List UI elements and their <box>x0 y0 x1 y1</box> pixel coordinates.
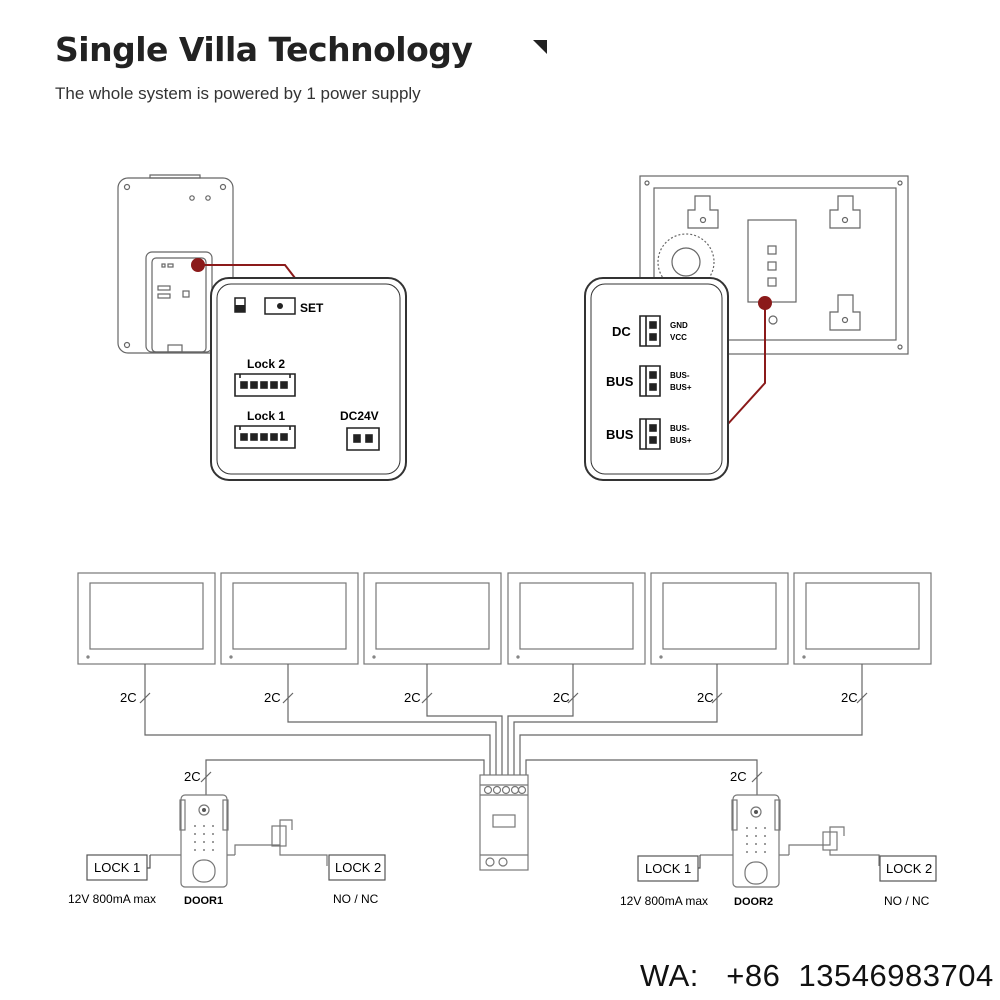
door-leader-line <box>191 258 296 279</box>
monitor-leader-line <box>726 296 772 426</box>
cable-label: 2C <box>120 690 137 705</box>
svg-text:DC: DC <box>612 324 631 339</box>
door1-lock2-box: LOCK 2 <box>328 854 386 881</box>
contact-line: WA: +86 13546983704 <box>640 958 994 994</box>
cable-label: 2C <box>730 769 747 784</box>
cable-labels: 2C 2C 2C 2C 2C 2C 2C 2C <box>120 690 858 784</box>
door2-lock2-spec: NO / NC <box>884 894 930 908</box>
door2-lock1-spec: 12V 800mA max <box>620 894 708 908</box>
door1-name: DOOR1 <box>184 895 223 907</box>
bus-wiring <box>139 664 868 795</box>
door-station-1: LOCK 1 LOCK 2 12V 800mA max DOOR1 NO / N… <box>68 794 386 907</box>
bus-distributor <box>479 774 529 871</box>
monitor-2 <box>220 572 359 665</box>
monitor-row <box>77 572 932 665</box>
monitor-back <box>639 175 909 355</box>
contact-number: +86 13546983704 <box>726 958 994 993</box>
monitor-1 <box>77 572 216 665</box>
set-label: SET <box>300 301 324 315</box>
monitor-terminal-detail: DC GND VCC BUS BUS- BUS+ BUS <box>584 277 729 481</box>
door-station-back <box>117 174 234 354</box>
dc-terminal-icon <box>639 315 661 347</box>
svg-text:BUS-: BUS- <box>670 424 690 433</box>
lock1-connector-label: Lock 1 <box>247 409 285 423</box>
door2-lock2-box: LOCK 2 <box>879 855 937 882</box>
cable-label: 2C <box>841 690 858 705</box>
monitor-6 <box>793 572 932 665</box>
set-button-icon <box>264 297 296 315</box>
door1-lock2-spec: NO / NC <box>333 892 379 906</box>
monitor-4 <box>507 572 646 665</box>
cable-label: 2C <box>404 690 421 705</box>
door2-name: DOOR2 <box>734 896 773 908</box>
svg-text:LOCK 2: LOCK 2 <box>886 861 932 876</box>
bus2-terminal-row: BUS BUS- BUS+ <box>606 418 692 450</box>
page-title: Single Villa Technology <box>55 30 473 69</box>
lock2-connector-label: Lock 2 <box>247 357 285 371</box>
svg-text:LOCK 2: LOCK 2 <box>335 860 381 875</box>
svg-text:BUS: BUS <box>606 374 634 389</box>
svg-text:BUS-: BUS- <box>670 371 690 380</box>
door-station-2: LOCK 1 LOCK 2 12V 800mA max DOOR2 NO / N… <box>620 794 937 908</box>
svg-text:BUS+: BUS+ <box>670 383 692 392</box>
door2-lock1-box: LOCK 1 <box>637 855 699 882</box>
dc24v-label: DC24V <box>340 409 379 423</box>
cable-label: 2C <box>184 769 201 784</box>
svg-text:VCC: VCC <box>670 333 687 342</box>
lock2-connector-icon <box>234 373 296 397</box>
dc24v-connector-icon <box>346 427 380 451</box>
svg-text:LOCK 1: LOCK 1 <box>645 861 691 876</box>
svg-text:LOCK 1: LOCK 1 <box>94 860 140 875</box>
door1-lock1-spec: 12V 800mA max <box>68 892 156 906</box>
door-panel-detail: SET Lock 2 Lock 1 DC24V <box>210 277 407 481</box>
door1-lock1-box: LOCK 1 <box>86 854 148 881</box>
cable-label: 2C <box>553 690 570 705</box>
cable-label: 2C <box>264 690 281 705</box>
lock1-connector-icon <box>234 425 296 449</box>
bus1-terminal-row: BUS BUS- BUS+ <box>606 365 692 397</box>
bus1-terminal-icon <box>639 365 661 397</box>
bus2-terminal-icon <box>639 418 661 450</box>
contact-prefix: WA: <box>640 958 699 993</box>
svg-text:BUS: BUS <box>606 427 634 442</box>
svg-text:GND: GND <box>670 321 688 330</box>
page-subtitle: The whole system is powered by 1 power s… <box>55 84 421 103</box>
svg-text:BUS+: BUS+ <box>670 436 692 445</box>
corner-mark-icon <box>533 40 547 54</box>
cable-label: 2C <box>697 690 714 705</box>
dc-terminal-row: DC GND VCC <box>612 315 688 347</box>
monitor-5 <box>650 572 789 665</box>
monitor-3 <box>363 572 502 665</box>
